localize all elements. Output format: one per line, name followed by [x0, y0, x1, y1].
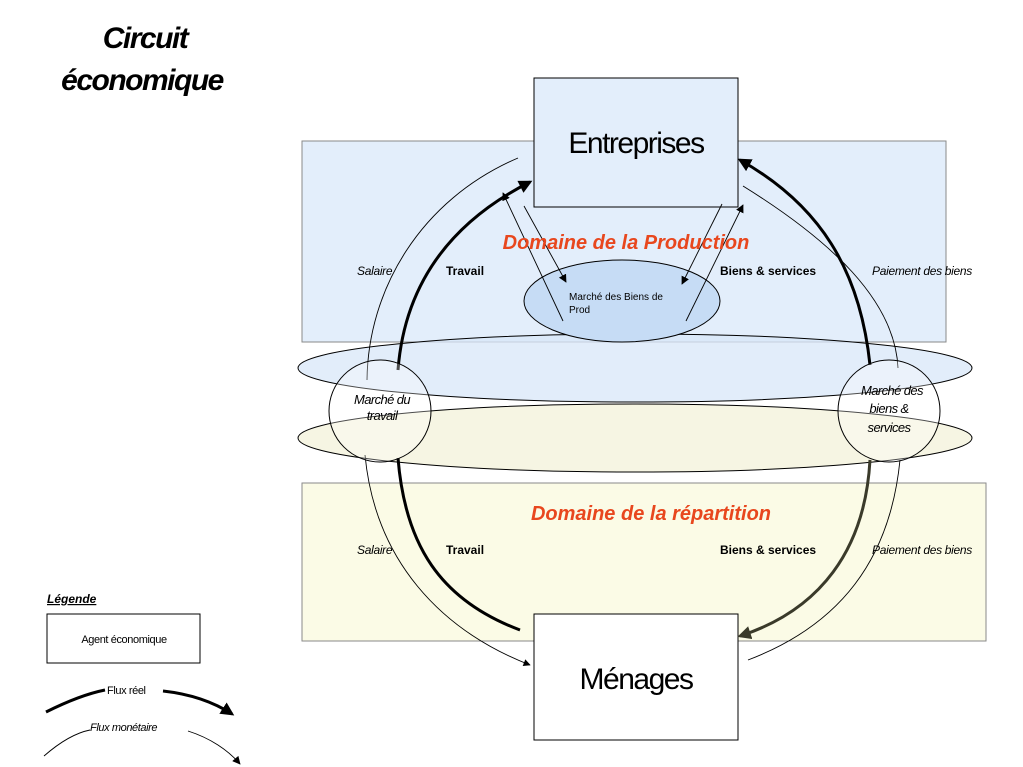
biens-prod-market-ellipse	[523, 259, 721, 343]
lower-biens-label: Biens & services	[720, 543, 816, 557]
entreprises-label: Entreprises	[568, 127, 704, 160]
menages-label: Ménages	[580, 663, 693, 696]
marche-biens-label-2: biens &	[869, 401, 908, 416]
paiement-upper-arc	[742, 185, 899, 369]
biens-prod-label-1: Marché des Biens de	[569, 292, 663, 303]
legend-real-label: Flux réel	[107, 685, 146, 697]
travail-lower-arc	[396, 457, 521, 632]
marche-biens-circle	[837, 359, 941, 463]
arrow-market-to-entreprises-right	[685, 204, 744, 322]
legend-heading: Légende	[47, 592, 97, 606]
legend-monetary-flow-left	[43, 729, 91, 757]
menages-box	[533, 613, 739, 741]
production-domain-title: Domaine de la Production	[503, 232, 750, 254]
upper-salaire-label: Salaire	[357, 264, 393, 278]
legend-monetary-label: Flux monétaire	[90, 722, 157, 734]
upper-travail-label: Travail	[446, 264, 484, 278]
lower-travail-label: Travail	[446, 543, 484, 557]
lower-paiement-label: Paiement des biens	[872, 543, 972, 557]
biens-lower-arc	[737, 459, 872, 640]
marche-travail-circle	[328, 359, 432, 463]
marche-travail-label-1: Marché du	[354, 392, 410, 407]
arrow-entreprises-to-market-left	[523, 205, 567, 283]
upper-biens-label: Biens & services	[720, 264, 816, 278]
salaire-upper-arc	[366, 157, 519, 381]
biens-upper-arc	[737, 158, 872, 366]
repartition-domain-title: Domaine de la répartition	[531, 503, 771, 525]
legend-agent-box	[46, 613, 201, 664]
arrow-market-to-entreprises-left	[502, 192, 564, 322]
lower-market-ellipse	[297, 403, 973, 473]
entreprises-box	[533, 77, 739, 208]
paiement-lower-arc	[747, 459, 901, 661]
arrow-entreprises-to-market-right	[681, 203, 723, 285]
title-line-1: Circuit	[103, 22, 191, 55]
legend-agent-label: Agent économique	[81, 634, 167, 646]
legend-real-flow-left	[45, 688, 106, 714]
legend-monetary-flow-right	[187, 730, 241, 765]
marche-biens-label-3: services	[868, 420, 912, 435]
marche-travail-label-2: travail	[367, 408, 399, 423]
legend-real-flow-right	[162, 689, 235, 716]
upper-paiement-label: Paiement des biens	[872, 264, 972, 278]
title-line-2: économique	[61, 64, 224, 97]
salaire-lower-arc	[364, 454, 531, 667]
biens-prod-label-2: Prod	[569, 305, 590, 316]
marche-biens-label-1: Marché des	[861, 383, 924, 398]
lower-salaire-label: Salaire	[357, 543, 393, 557]
